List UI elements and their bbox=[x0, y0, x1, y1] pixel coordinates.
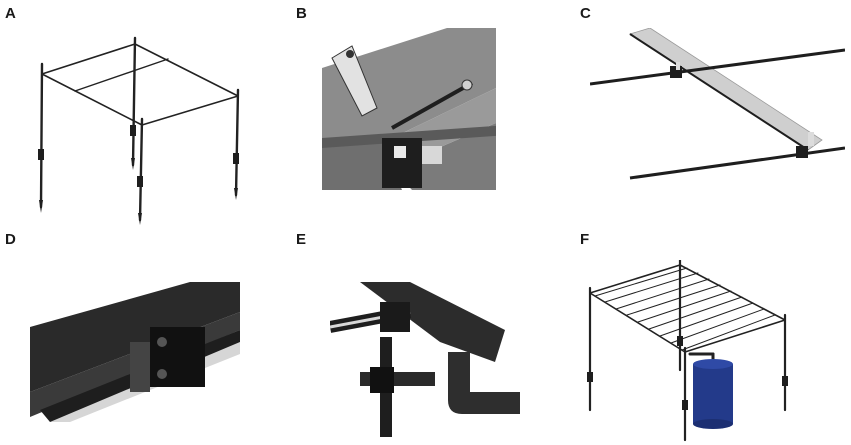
panel-label-c: C bbox=[580, 5, 591, 22]
clamp-drawing bbox=[30, 282, 240, 422]
panel-b-bracket bbox=[322, 28, 496, 190]
panel-f-canopy bbox=[585, 260, 800, 443]
frame-drawing bbox=[38, 36, 240, 225]
panel-label-b: B bbox=[296, 5, 307, 22]
panel-c-junction bbox=[590, 28, 845, 188]
panel-a-frame bbox=[20, 30, 260, 225]
panel-label-f: F bbox=[580, 231, 590, 248]
water-tank bbox=[693, 359, 733, 429]
panel-d-clamp bbox=[30, 282, 240, 422]
canopy-drawing bbox=[587, 260, 788, 442]
panel-e-downspout bbox=[330, 282, 520, 437]
junction-drawing bbox=[590, 28, 845, 180]
panel-label-e: E bbox=[296, 231, 307, 248]
panel-label-a: A bbox=[5, 5, 16, 22]
panel-label-d: D bbox=[5, 231, 16, 248]
bracket-drawing bbox=[322, 28, 496, 190]
downspout-drawing bbox=[330, 282, 520, 437]
